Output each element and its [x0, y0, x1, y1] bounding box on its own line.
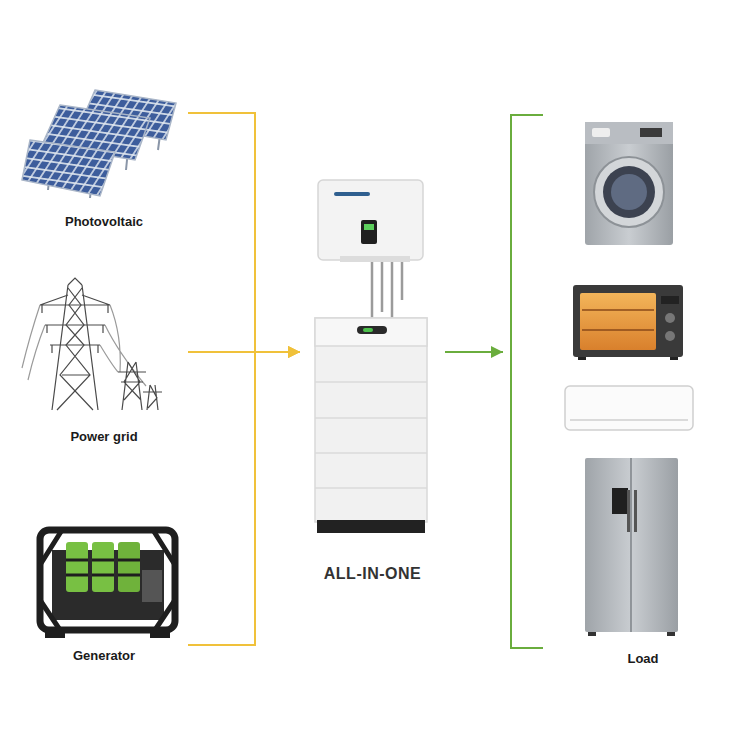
drum — [611, 174, 647, 210]
load-group: Load — [503, 105, 733, 667]
battery-pack — [118, 542, 140, 592]
battery-pack — [66, 542, 88, 592]
oven-racks — [582, 310, 654, 330]
all-in-one-node: ALL-IN-ONE — [300, 172, 445, 584]
washer-panel — [585, 122, 673, 144]
flow-arrow — [188, 113, 300, 352]
pylon-arms — [40, 295, 110, 345]
oven-window — [580, 293, 656, 350]
fridge-foot — [667, 632, 675, 636]
oven-knob — [665, 313, 675, 323]
load-illustrations — [511, 115, 693, 648]
oven-knob — [665, 331, 675, 341]
fridge-seam — [630, 458, 632, 632]
solar-panels — [22, 90, 176, 198]
source-node: Power grid — [20, 275, 188, 445]
refrigerator — [585, 458, 678, 632]
connector-group — [188, 113, 503, 645]
insulators — [42, 305, 108, 353]
battery-pack — [92, 542, 114, 592]
control-panel — [142, 570, 162, 602]
fridge-dispenser — [612, 488, 628, 514]
battery-base — [317, 520, 425, 533]
fridge-handle — [634, 490, 637, 532]
module-seams — [315, 382, 427, 488]
all-in-one-illustration — [315, 180, 427, 533]
inverter-display — [361, 220, 377, 244]
load-bracket — [511, 115, 543, 648]
display-screen — [364, 224, 374, 230]
node-label: Photovoltaic — [65, 214, 143, 230]
status-bar — [357, 326, 387, 334]
battery-stack — [315, 318, 427, 522]
source-node: Photovoltaic — [20, 80, 188, 230]
source-node: Generator — [20, 520, 188, 664]
cage-braces — [40, 530, 175, 630]
fridge-foot — [588, 632, 596, 636]
small-pylon — [143, 385, 162, 410]
fridge-handle — [627, 490, 630, 532]
flow-arrow — [445, 351, 503, 353]
small-pylon — [118, 362, 146, 410]
washer-display — [640, 128, 662, 137]
pylon-lattice — [57, 288, 93, 410]
roll-cage — [40, 530, 175, 630]
power-pylons — [22, 278, 162, 410]
washer-door — [594, 157, 664, 227]
generator-foot — [150, 630, 170, 638]
node-label: ALL-IN-ONE — [324, 564, 421, 584]
air-conditioner — [565, 386, 693, 430]
node-label: Generator — [73, 648, 135, 664]
oven-foot — [670, 357, 678, 360]
node-label: Power grid — [70, 429, 137, 445]
cables — [372, 258, 402, 318]
inverter-logo — [334, 192, 370, 196]
status-light — [363, 328, 373, 332]
ac-vent — [570, 419, 688, 421]
inverter-housing — [318, 180, 423, 260]
generator-illustration — [40, 530, 175, 638]
solar-panel — [22, 140, 115, 196]
node-label: Load — [627, 651, 658, 667]
oven-foot — [578, 357, 586, 360]
inverter-ports — [340, 256, 410, 262]
generator-foot — [45, 630, 65, 638]
flow-arrow — [188, 352, 300, 645]
door-glass — [603, 166, 655, 218]
oven-display — [661, 296, 679, 304]
pack-stripes — [66, 560, 140, 575]
battery-top-module — [315, 318, 427, 346]
washing-machine — [585, 122, 673, 245]
detergent-drawer — [592, 128, 610, 137]
oven — [573, 285, 683, 357]
